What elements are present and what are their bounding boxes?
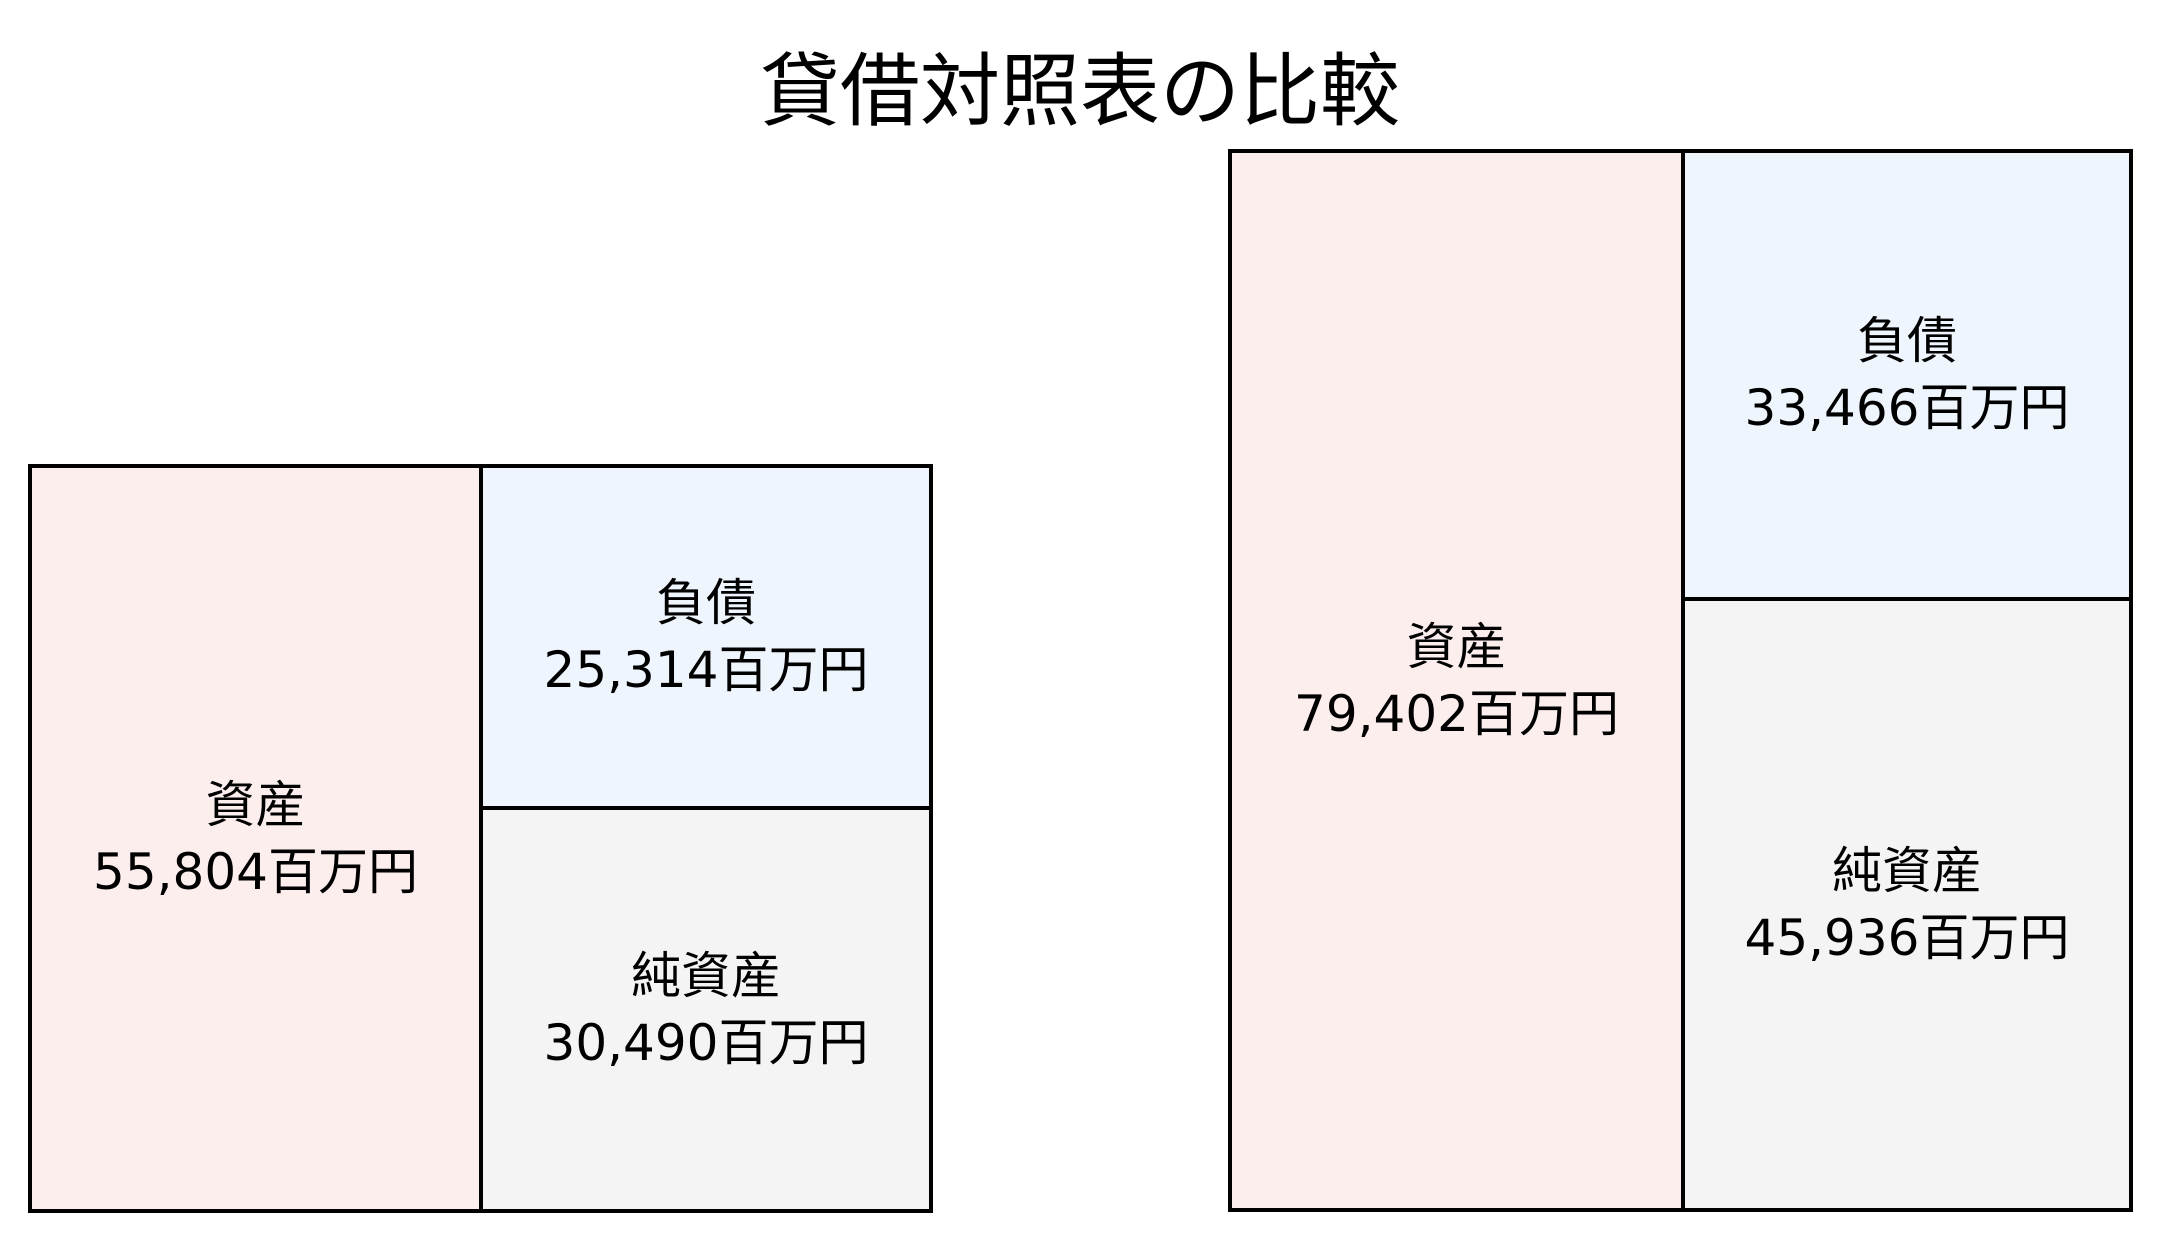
assets-block: 資産 55,804百万円 — [32, 468, 483, 1209]
net-assets-label: 純資産 — [1832, 841, 1982, 900]
liabilities-label: 負債 — [656, 574, 756, 632]
liabilities-block: 負債 33,466百万円 — [1685, 153, 2129, 601]
net-assets-value: 30,490百万円 — [543, 1013, 869, 1072]
net-assets-label: 純資産 — [631, 946, 781, 1005]
assets-label: 資産 — [205, 775, 306, 834]
liabilities-label: 負債 — [1857, 312, 1957, 370]
liabilities-value: 25,314百万円 — [543, 641, 869, 699]
liabilities-block: 負債 25,314百万円 — [483, 468, 929, 810]
net-assets-block: 純資産 30,490百万円 — [483, 810, 929, 1209]
assets-value: 55,804百万円 — [93, 842, 418, 901]
assets-label: 資産 — [1406, 617, 1507, 676]
assets-block: 資産 79,402百万円 — [1232, 153, 1685, 1208]
assets-value: 79,402百万円 — [1294, 684, 1619, 743]
page-title: 貸借対照表の比較 — [760, 45, 1400, 138]
balance-sheet-left: 資産 55,804百万円 負債 25,314百万円 純資産 30,490百万円 — [28, 464, 933, 1213]
net-assets-block: 純資産 45,936百万円 — [1685, 601, 2129, 1208]
liabilities-value: 33,466百万円 — [1744, 379, 2070, 437]
balance-sheet-right: 資産 79,402百万円 負債 33,466百万円 純資産 45,936百万円 — [1228, 149, 2133, 1212]
net-assets-value: 45,936百万円 — [1744, 908, 2070, 967]
